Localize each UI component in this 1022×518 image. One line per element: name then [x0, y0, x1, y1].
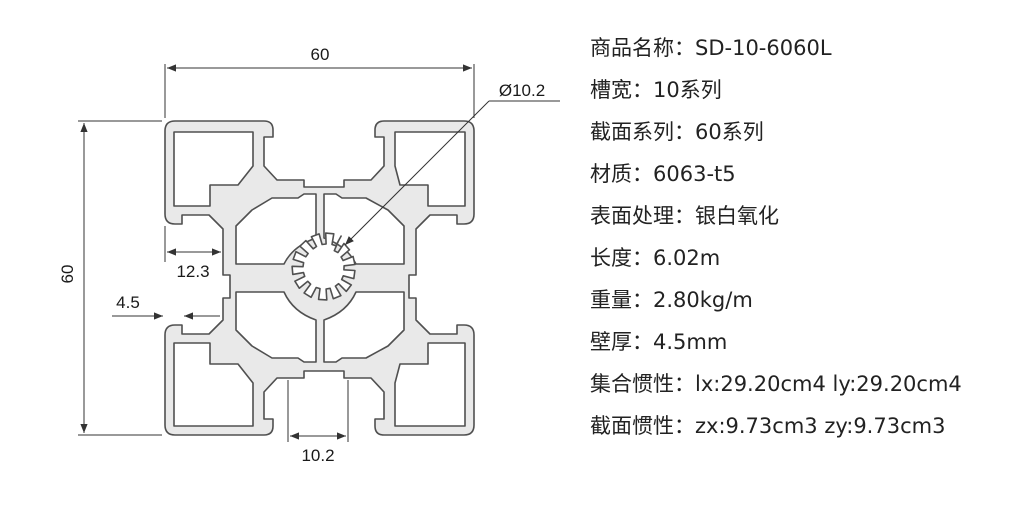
- dim-top-width-label: 60: [311, 45, 330, 64]
- spec-row-slot-width: 槽宽：10系列: [590, 72, 1010, 114]
- spec-value: 60系列: [695, 120, 764, 144]
- spec-separator: ：: [632, 288, 653, 312]
- dimensions: [78, 64, 560, 442]
- spec-separator: ：: [632, 162, 653, 186]
- dim-slot-depth-label: 12.3: [176, 262, 209, 281]
- spec-row-product-name: 商品名称：SD-10-6060L: [590, 30, 1010, 72]
- dimension-labels: 60 60 Ø10.2 12.3 4.5 10.2: [58, 45, 545, 465]
- spec-row-surface-treatment: 表面处理：银白氧化: [590, 198, 1010, 240]
- dim-bore-label: Ø10.2: [499, 81, 545, 100]
- spec-label: 集合惯性: [590, 372, 674, 396]
- spec-row-weight: 重量：2.80kg/m: [590, 282, 1010, 324]
- spec-separator: ：: [674, 372, 695, 396]
- spec-separator: ：: [674, 120, 695, 144]
- spec-label: 壁厚: [590, 330, 632, 354]
- spec-separator: ：: [632, 78, 653, 102]
- spec-value: 6063-t5: [653, 162, 736, 186]
- dim-wall-label: 4.5: [116, 293, 140, 312]
- spec-label: 重量: [590, 288, 632, 312]
- spec-separator: ：: [632, 246, 653, 270]
- center-bore: [291, 232, 356, 301]
- spec-row-section-modulus: 截面惯性：zx:9.73cm3 zy:9.73cm3: [590, 408, 1010, 450]
- spec-separator: ：: [674, 414, 695, 438]
- spec-row-moment-of-inertia: 集合惯性：lx:29.20cm4 ly:29.20cm4: [590, 366, 1010, 408]
- spec-separator: ：: [674, 36, 695, 60]
- spec-separator: ：: [632, 330, 653, 354]
- spec-value: zx:9.73cm3 zy:9.73cm3: [695, 414, 946, 438]
- spec-row-section-series: 截面系列：60系列: [590, 114, 1010, 156]
- spec-row-material: 材质：6063-t5: [590, 156, 1010, 198]
- profile-section: [164, 120, 475, 436]
- spec-row-wall-thickness: 壁厚：4.5mm: [590, 324, 1010, 366]
- spec-value: 4.5mm: [653, 330, 728, 354]
- spec-value: 6.02m: [653, 246, 721, 270]
- spec-label: 长度: [590, 246, 632, 270]
- spec-label: 表面处理: [590, 204, 674, 228]
- spec-label: 材质: [590, 162, 632, 186]
- spec-value: lx:29.20cm4 ly:29.20cm4: [695, 372, 962, 396]
- dim-left-height-label: 60: [58, 265, 77, 284]
- spec-label: 槽宽: [590, 78, 632, 102]
- spec-value: SD-10-6060L: [695, 36, 832, 60]
- spec-value: 银白氧化: [695, 204, 779, 228]
- spec-row-length: 长度：6.02m: [590, 240, 1010, 282]
- spec-label: 截面惯性: [590, 414, 674, 438]
- spec-separator: ：: [674, 204, 695, 228]
- spec-label: 商品名称: [590, 36, 674, 60]
- spec-list: 商品名称：SD-10-6060L 槽宽：10系列 截面系列：60系列 材质：60…: [590, 30, 1010, 450]
- dim-bore-leader: [344, 100, 490, 246]
- dim-slot-width-label: 10.2: [301, 446, 334, 465]
- spec-label: 截面系列: [590, 120, 674, 144]
- spec-value: 2.80kg/m: [653, 288, 753, 312]
- spec-value: 10系列: [653, 78, 722, 102]
